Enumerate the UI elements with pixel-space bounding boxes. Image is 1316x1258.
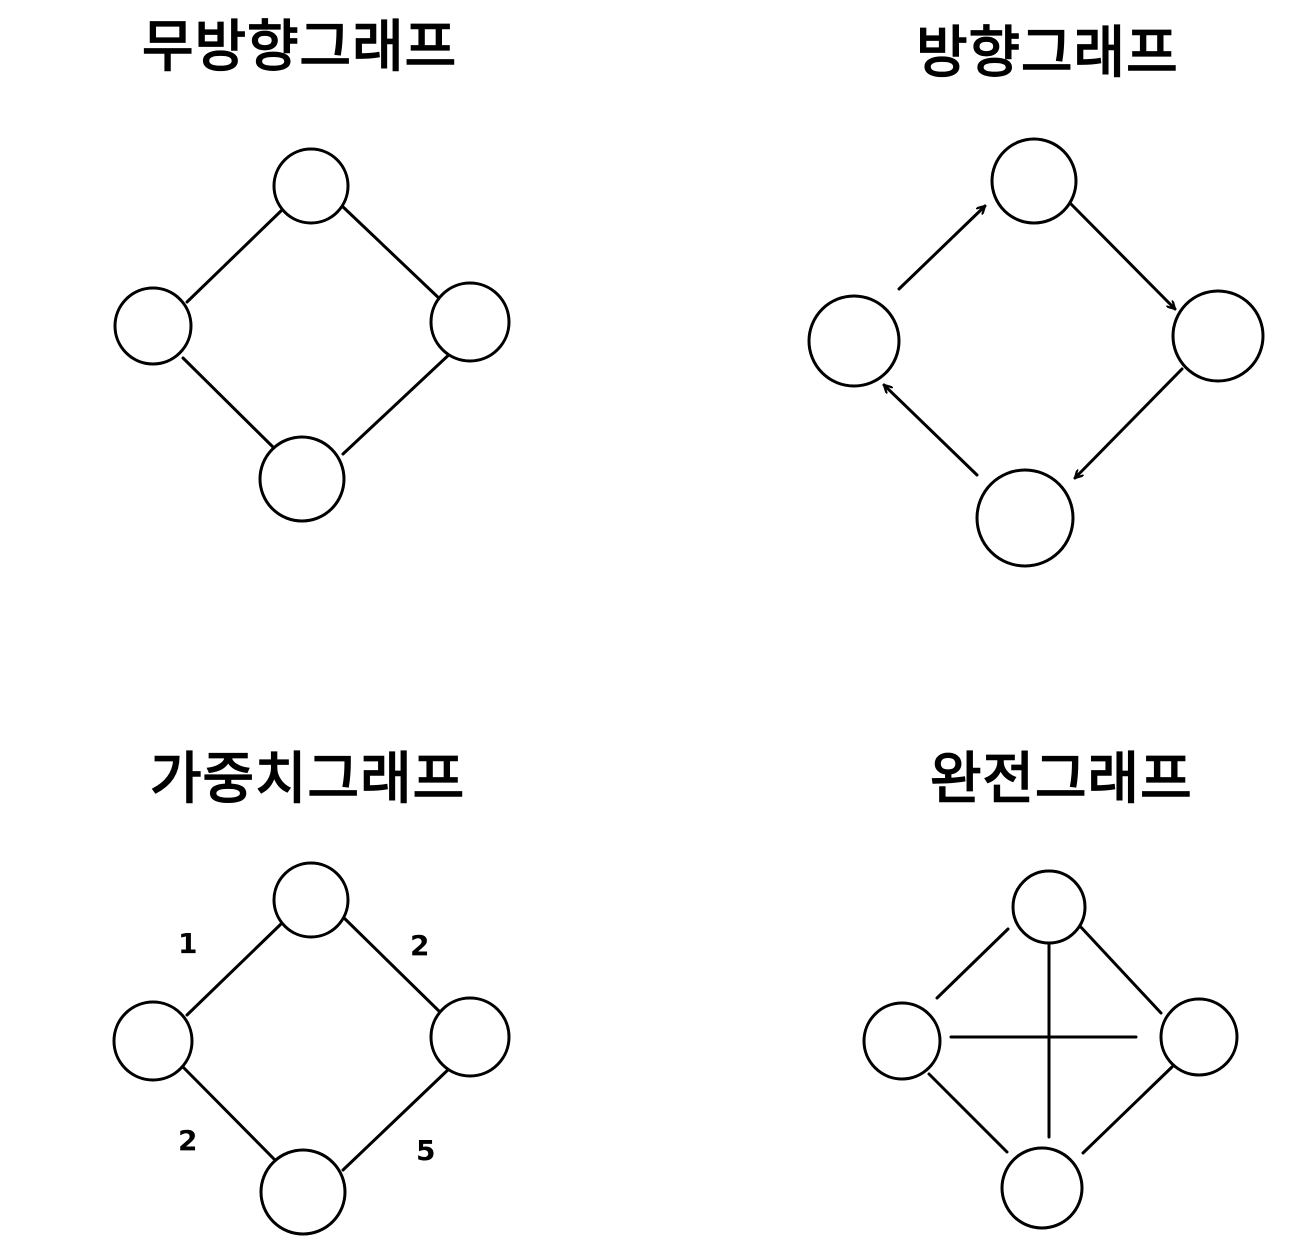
node-left: [807, 294, 901, 388]
edge-top-right: [339, 203, 445, 304]
edge-top-right: [1076, 922, 1163, 1015]
edge-left-bottom: [927, 1072, 1009, 1154]
edge-top-right: [338, 912, 446, 1018]
node-right: [1159, 997, 1239, 1077]
arrow-right-to-bottom: [1075, 367, 1184, 478]
weight-label-bottom-right: 5: [416, 1134, 435, 1167]
directed-graph-title: 방향그래프: [916, 21, 1179, 86]
node-left: [862, 1001, 942, 1081]
edge-right-bottom: [341, 1064, 454, 1172]
node-top: [1011, 869, 1087, 945]
weight-label-bottom-left: 2: [178, 1124, 197, 1157]
node-top: [990, 137, 1078, 225]
node-left: [113, 286, 193, 366]
node-bottom: [258, 435, 346, 523]
edge-top-left: [185, 207, 285, 304]
complete-graph-title: 완전그래프: [930, 747, 1193, 812]
weight-label-top-right: 2: [410, 929, 429, 962]
complete-graph: [862, 869, 1239, 1230]
directed-graph: [807, 137, 1265, 568]
node-left: [112, 1000, 194, 1082]
node-bottom: [975, 468, 1075, 568]
weighted-graph: 1 2 2 5: [112, 861, 511, 1236]
node-top: [272, 147, 350, 225]
edge-right-bottom: [1081, 1065, 1174, 1155]
edge-right-bottom: [341, 348, 456, 456]
undirected-graph-title: 무방향그래프: [142, 15, 458, 80]
node-bottom: [1000, 1146, 1084, 1230]
arrow-bottom-to-left: [884, 385, 979, 477]
node-right: [429, 996, 511, 1078]
weight-label-top-left: 1: [178, 927, 197, 960]
edge-top-left: [935, 927, 1010, 1000]
node-bottom: [259, 1148, 347, 1236]
undirected-graph: [113, 147, 511, 523]
node-right: [1171, 289, 1265, 383]
edge-left-bottom: [181, 356, 279, 453]
node-top: [272, 861, 350, 939]
arrow-left-to-top: [897, 206, 985, 291]
arrow-top-to-right: [1068, 201, 1175, 309]
edge-top-left: [185, 922, 283, 1017]
edge-left-bottom: [179, 1063, 276, 1161]
node-right: [429, 281, 511, 363]
weighted-graph-title: 가중치그래프: [150, 747, 466, 812]
